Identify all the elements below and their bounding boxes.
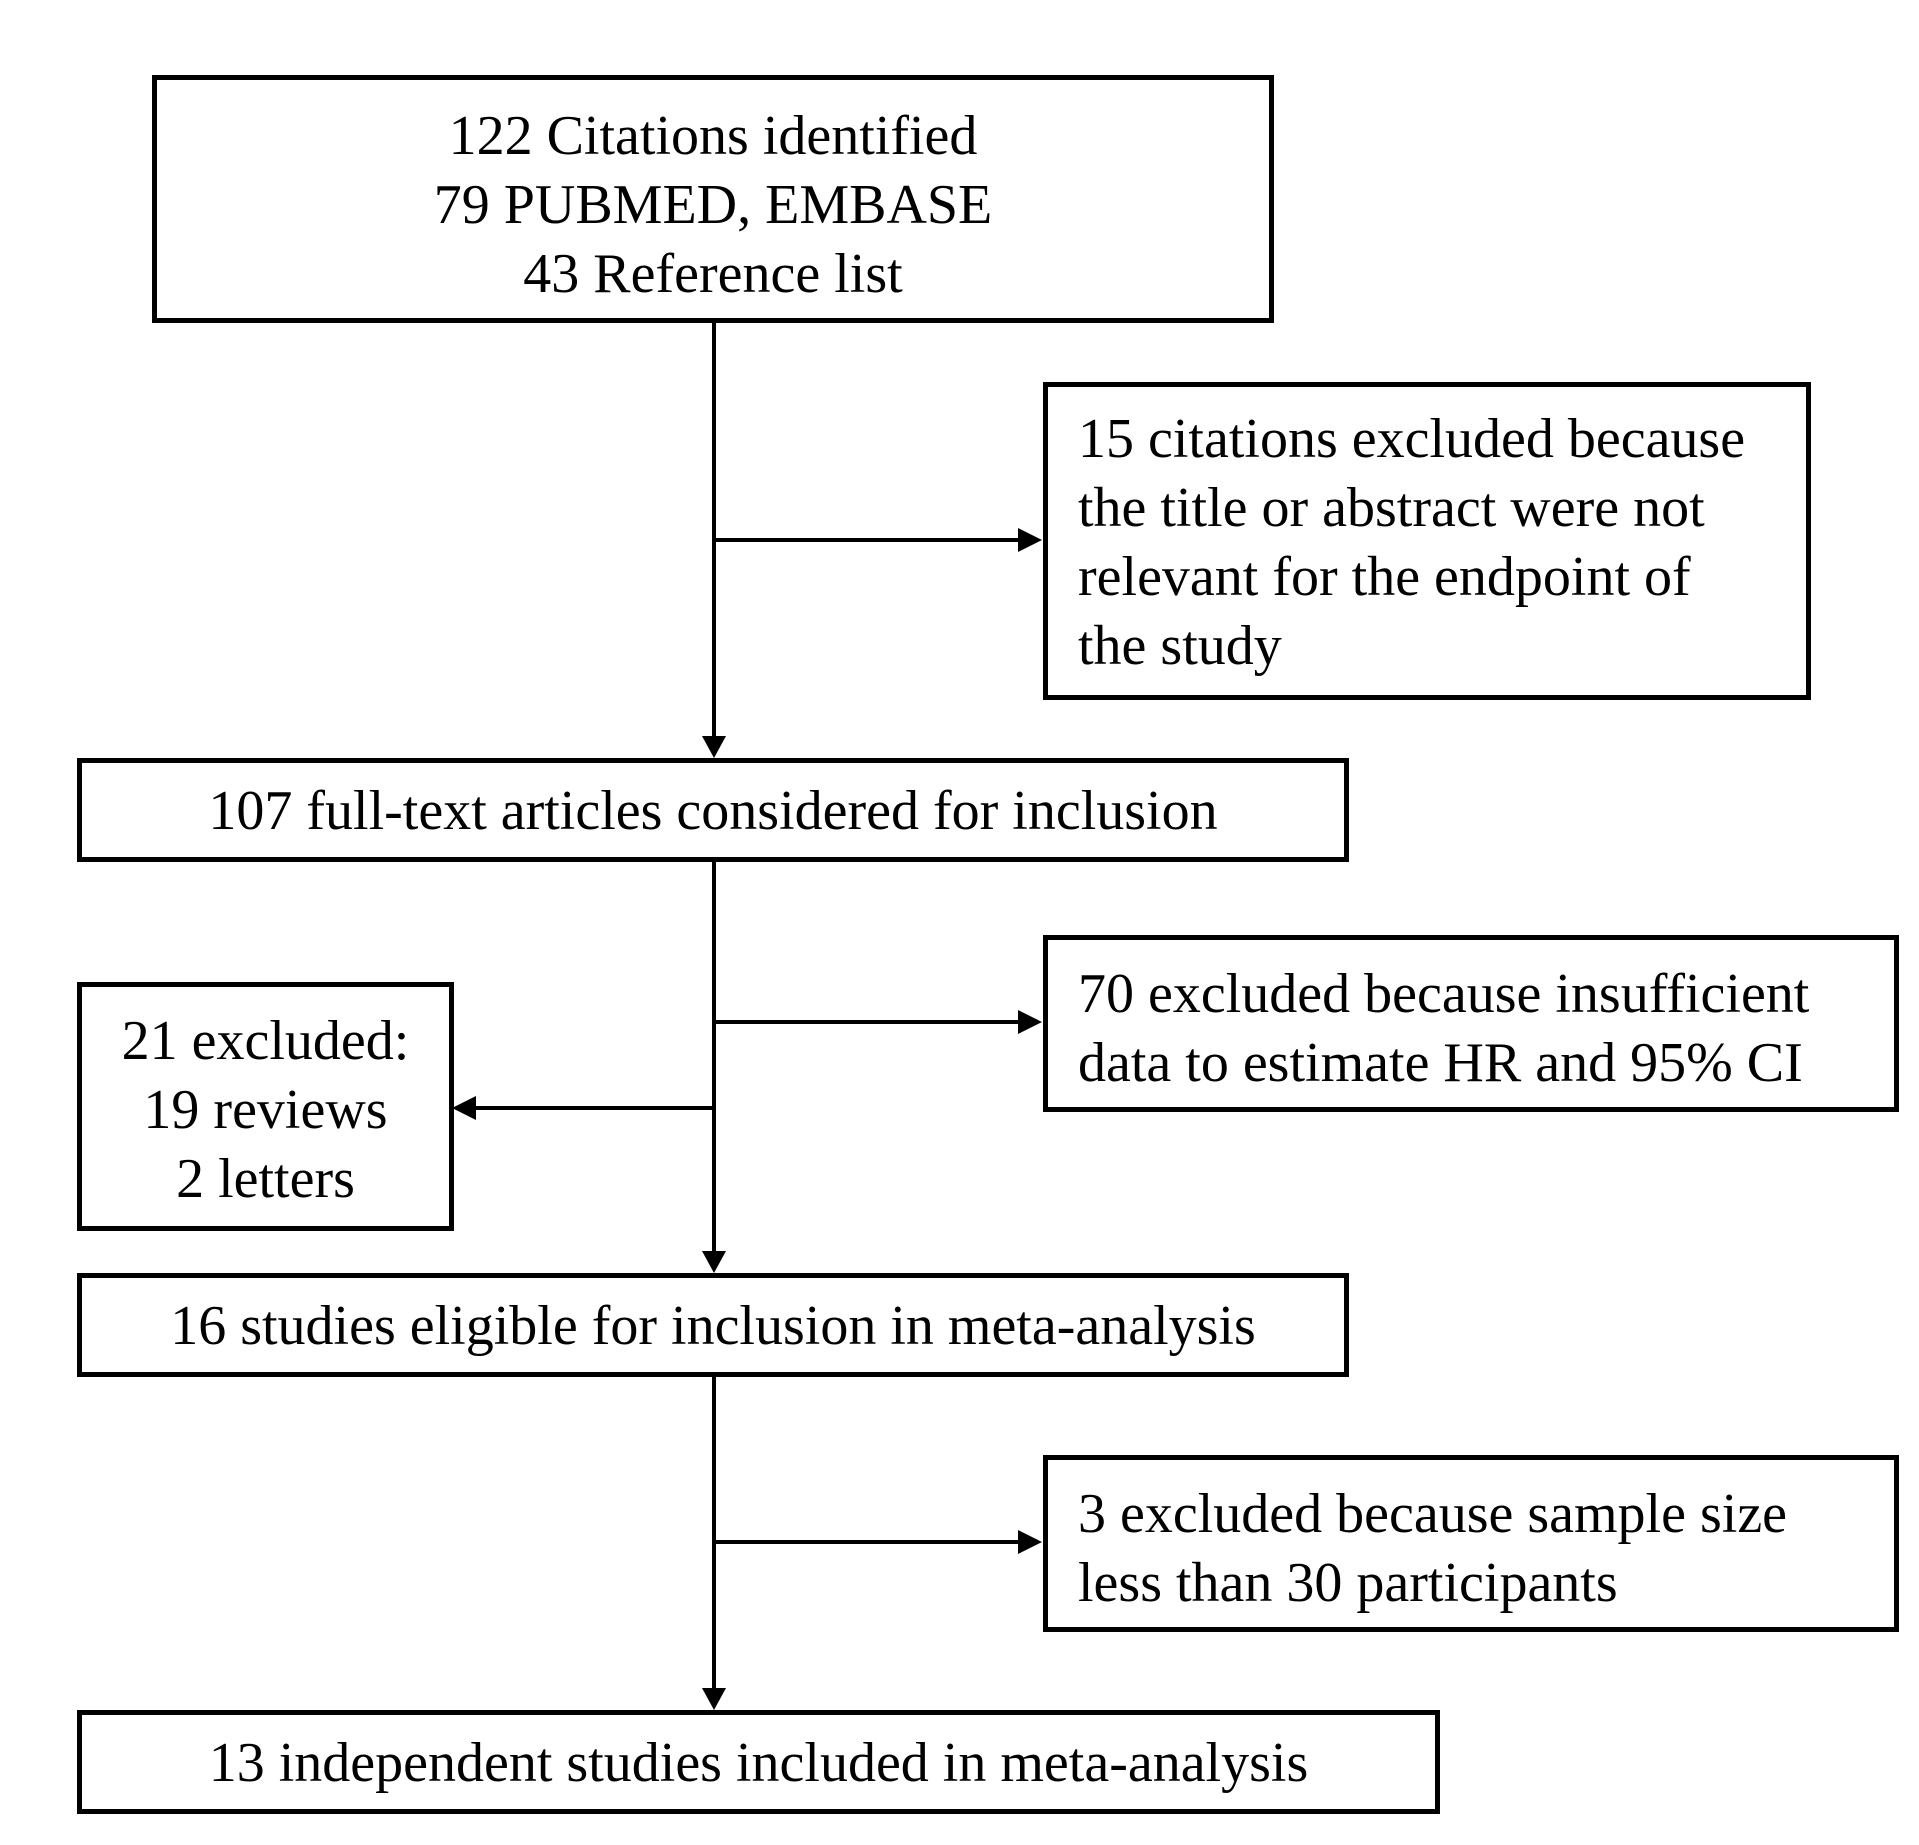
excluded-sample-size-box: 3 excluded because sample size less than… [1043, 1455, 1899, 1632]
arrowhead-right-3 [1018, 1530, 1042, 1554]
arrowhead-right-1 [1018, 528, 1042, 552]
excluded-insufficient-line-1: 70 excluded because insufficient [1078, 963, 1810, 1025]
excluded-insufficient-data-box: 70 excluded because insufficient data to… [1043, 935, 1899, 1112]
excluded-title-abstract-box: 15 citations excluded because the title … [1043, 382, 1811, 700]
arrowhead-down-2 [702, 1251, 726, 1273]
excluded-title-abstract-line-4: the study [1078, 615, 1282, 677]
excluded-title-abstract-line-3: relevant for the endpoint of [1078, 546, 1691, 608]
excluded-sample-size-line-1: 3 excluded because sample size [1078, 1483, 1788, 1545]
arrowhead-left-1 [452, 1096, 476, 1120]
arrowhead-down-1 [702, 736, 726, 758]
full-text-articles-box: 107 full-text articles considered for in… [77, 758, 1349, 862]
excluded-reviews-letters-box: 21 excluded: 19 reviews 2 letters [77, 982, 454, 1231]
excluded-reviews-line-1: 21 excluded: [121, 1010, 410, 1072]
excluded-title-abstract-line-2: the title or abstract were not [1078, 477, 1705, 539]
eligible-studies-text: 16 studies eligible for inclusion in met… [170, 1295, 1256, 1357]
eligible-studies-box: 16 studies eligible for inclusion in met… [77, 1273, 1349, 1377]
excluded-sample-size-line-2: less than 30 participants [1078, 1552, 1618, 1614]
full-text-articles-text: 107 full-text articles considered for in… [208, 780, 1218, 842]
excluded-title-abstract-line-1: 15 citations excluded because [1078, 408, 1746, 470]
included-studies-text: 13 independent studies included in meta-… [208, 1732, 1309, 1794]
excluded-reviews-line-2: 19 reviews [143, 1079, 388, 1141]
identified-line-1: 122 Citations identified [448, 105, 978, 167]
arrowhead-right-2 [1018, 1010, 1042, 1034]
excluded-reviews-line-3: 2 letters [176, 1148, 355, 1210]
identified-line-3: 43 Reference list [523, 243, 903, 305]
included-studies-box: 13 independent studies included in meta-… [77, 1710, 1440, 1814]
citations-identified-box: 122 Citations identified 79 PUBMED, EMBA… [152, 75, 1274, 323]
arrowhead-down-3 [702, 1688, 726, 1710]
excluded-insufficient-line-2: data to estimate HR and 95% CI [1078, 1032, 1803, 1094]
identified-line-2: 79 PUBMED, EMBASE [433, 174, 993, 236]
